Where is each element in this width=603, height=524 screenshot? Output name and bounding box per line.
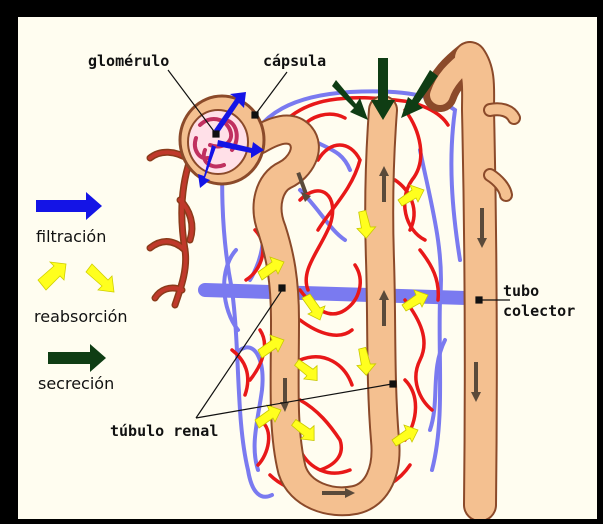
legend-item-reabsorption: reabsorción bbox=[34, 262, 128, 326]
legend-item-filtration: filtración bbox=[36, 192, 106, 246]
blue-arrow-icon bbox=[36, 192, 102, 220]
legend: filtración reabsorción secreción bbox=[34, 192, 128, 393]
diagram-canvas: glomérulo cápsula tubo colector túbulo r… bbox=[18, 17, 597, 519]
glomerulus-label: glomérulo bbox=[88, 52, 169, 70]
bowman-capsule bbox=[180, 96, 264, 184]
nephron-diagram: glomérulo cápsula tubo colector túbulo r… bbox=[18, 17, 597, 519]
legend-label-reabsorption: reabsorción bbox=[34, 307, 128, 326]
collecting-duct-label-line1: tubo bbox=[503, 282, 539, 300]
renal-tubule-label: túbulo renal bbox=[110, 422, 218, 440]
secretion-arrows bbox=[332, 58, 438, 120]
legend-label-secretion: secreción bbox=[38, 374, 114, 393]
dark-green-arrow-icon bbox=[48, 344, 106, 372]
collecting-duct-label-line2: colector bbox=[503, 302, 575, 320]
yellow-chevron-arrows-icon bbox=[38, 262, 114, 292]
legend-item-secretion: secreción bbox=[38, 344, 114, 393]
capsule-label: cápsula bbox=[263, 52, 326, 70]
legend-label-filtration: filtración bbox=[36, 227, 106, 246]
